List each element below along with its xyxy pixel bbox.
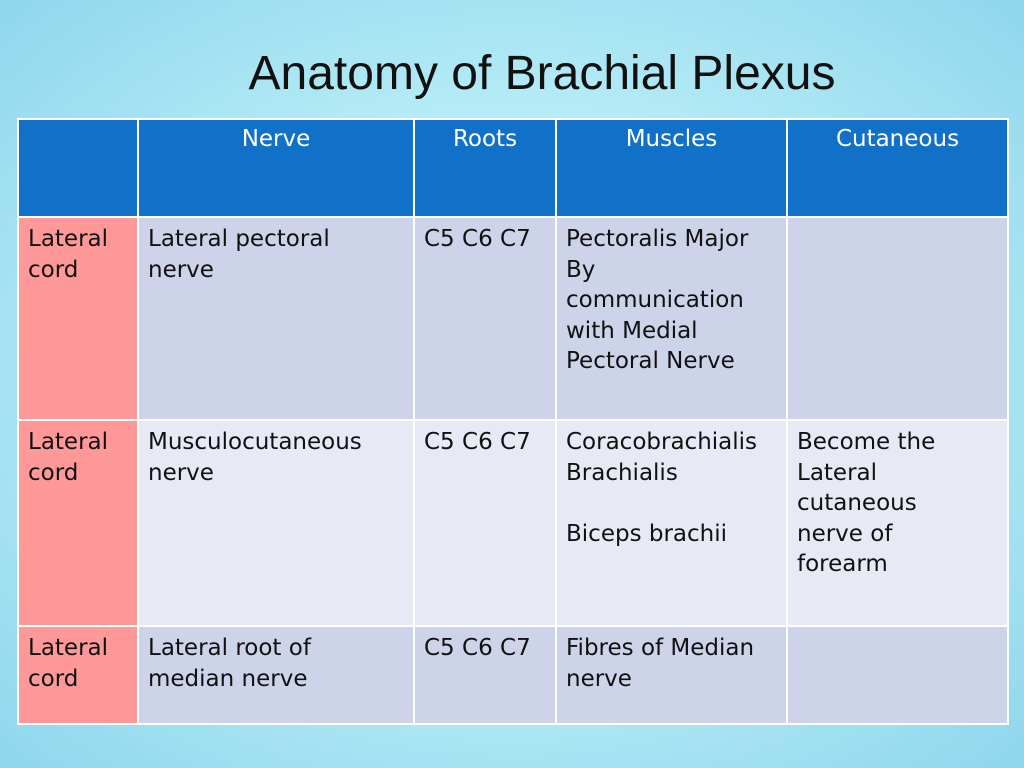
cutaneous-cell: Become the Lateral cutaneous nerve of fo… xyxy=(786,419,1009,627)
roots-cell: C5 C6 C7 xyxy=(413,216,557,421)
muscles-cell: Coracobrachialis Brachialis Biceps brach… xyxy=(555,419,788,627)
nerve-text: Lateral pectoral xyxy=(148,226,330,252)
roots-text: C5 C6 C7 xyxy=(424,635,531,661)
table-row: Lateral cord Musculocutaneous nerve C5 C… xyxy=(17,419,1009,627)
header-cutaneous: Cutaneous xyxy=(786,118,1009,218)
brachial-plexus-table: Nerve Roots Muscles Cutaneous Lateral co… xyxy=(17,118,1009,725)
muscles-cell: Fibres of Median nerve xyxy=(555,625,788,725)
header-empty xyxy=(17,118,139,218)
cutaneous-text: cutaneous xyxy=(797,490,917,516)
table-row: Lateral cord Lateral root of median nerv… xyxy=(17,625,1009,725)
roots-text: C5 C6 C7 xyxy=(424,226,531,252)
table-header-row: Nerve Roots Muscles Cutaneous xyxy=(17,118,1009,218)
slide-title: Anatomy of Brachial Plexus xyxy=(248,47,836,100)
roots-cell: C5 C6 C7 xyxy=(413,625,557,725)
nerve-text: median nerve xyxy=(148,665,308,692)
cutaneous-text: Become the xyxy=(797,429,936,455)
muscles-text: nerve xyxy=(566,665,632,692)
muscles-text: Fibres of Median xyxy=(566,635,755,661)
cord-text: cord xyxy=(28,665,79,692)
cutaneous-text: nerve of xyxy=(797,520,893,547)
roots-cell: C5 C6 C7 xyxy=(413,419,557,627)
muscles-text: Coracobrachialis xyxy=(566,429,758,455)
cutaneous-text: forearm xyxy=(797,551,888,577)
muscles-text: Biceps brachii xyxy=(566,520,728,547)
nerve-text: Lateral root of xyxy=(148,635,311,661)
nerve-cell: Lateral pectoral nerve xyxy=(137,216,415,421)
nerve-cell: Musculocutaneous nerve xyxy=(137,419,415,627)
cutaneous-cell xyxy=(786,625,1009,725)
cord-text: Lateral xyxy=(28,429,109,455)
header-roots: Roots xyxy=(413,118,557,218)
header-muscles: Muscles xyxy=(555,118,788,218)
roots-text: C5 C6 C7 xyxy=(424,429,531,455)
nerve-text: nerve xyxy=(148,256,214,283)
nerve-text: Musculocutaneous xyxy=(148,429,362,455)
paragraph-gap xyxy=(566,488,777,519)
cutaneous-text: Lateral xyxy=(797,459,878,486)
muscles-text: Pectoral Nerve xyxy=(566,348,735,374)
header-nerve: Nerve xyxy=(137,118,415,218)
cord-text: cord xyxy=(28,459,79,486)
table-row: Lateral cord Lateral pectoral nerve C5 C… xyxy=(17,216,1009,421)
muscles-cell: Pectoralis Major By communication with M… xyxy=(555,216,788,421)
cutaneous-cell xyxy=(786,216,1009,421)
muscles-text: with Medial xyxy=(566,317,698,344)
cord-cell: Lateral cord xyxy=(17,216,139,421)
muscles-text: Pectoralis Major xyxy=(566,226,749,252)
muscles-text: Brachialis xyxy=(566,459,678,486)
nerve-cell: Lateral root of median nerve xyxy=(137,625,415,725)
nerve-text: nerve xyxy=(148,459,214,486)
muscles-text: By xyxy=(566,256,596,283)
cord-cell: Lateral cord xyxy=(17,625,139,725)
cord-cell: Lateral cord xyxy=(17,419,139,627)
cord-text: cord xyxy=(28,256,79,283)
cord-text: Lateral xyxy=(28,226,109,252)
cord-text: Lateral xyxy=(28,635,109,661)
muscles-text: communication xyxy=(566,287,744,313)
